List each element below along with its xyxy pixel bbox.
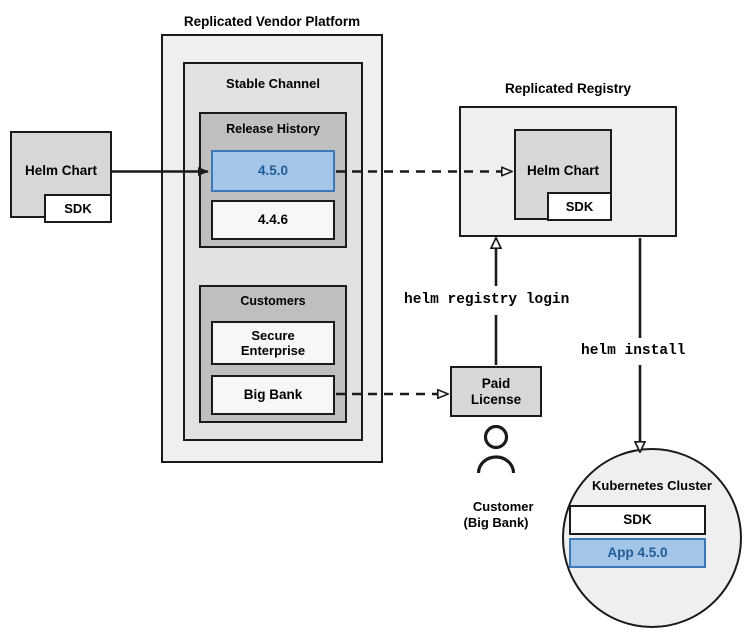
release-item-4-4-6[interactable]: 4.4.6	[211, 200, 335, 240]
release-item-4-5-0[interactable]: 4.5.0	[211, 150, 335, 192]
platform-caption: Replicated Vendor Platform	[183, 14, 361, 29]
customer-item-secure-enterprise[interactable]: Secure Enterprise	[211, 321, 335, 365]
cluster-item-app: App 4.5.0	[569, 538, 706, 568]
release-history-header: Release History	[226, 122, 320, 136]
command-helm-install: helm install	[578, 343, 689, 359]
customer-actor-label: Customer (Big Bank)	[420, 484, 572, 545]
customer-item-big-bank[interactable]: Big Bank	[211, 375, 335, 415]
customer-actor-text: Customer (Big Bank)	[463, 499, 534, 530]
kubernetes-cluster-header: Kubernetes Cluster	[592, 478, 712, 493]
cluster-item-sdk: SDK	[569, 505, 706, 535]
command-helm-registry-login: helm registry login	[401, 292, 573, 308]
customer-item-label: Secure Enterprise	[240, 327, 306, 358]
registry-sdk-box: SDK	[547, 192, 612, 221]
paid-license-box: Paid License	[450, 366, 542, 417]
paid-license-label: Paid License	[470, 375, 522, 407]
customers-header: Customers	[240, 294, 306, 308]
stable-channel-header: Stable Channel	[226, 76, 320, 91]
source-helm-chart-sdk-box: SDK	[44, 194, 112, 223]
registry-caption: Replicated Registry	[504, 81, 632, 96]
person-icon	[476, 425, 516, 474]
